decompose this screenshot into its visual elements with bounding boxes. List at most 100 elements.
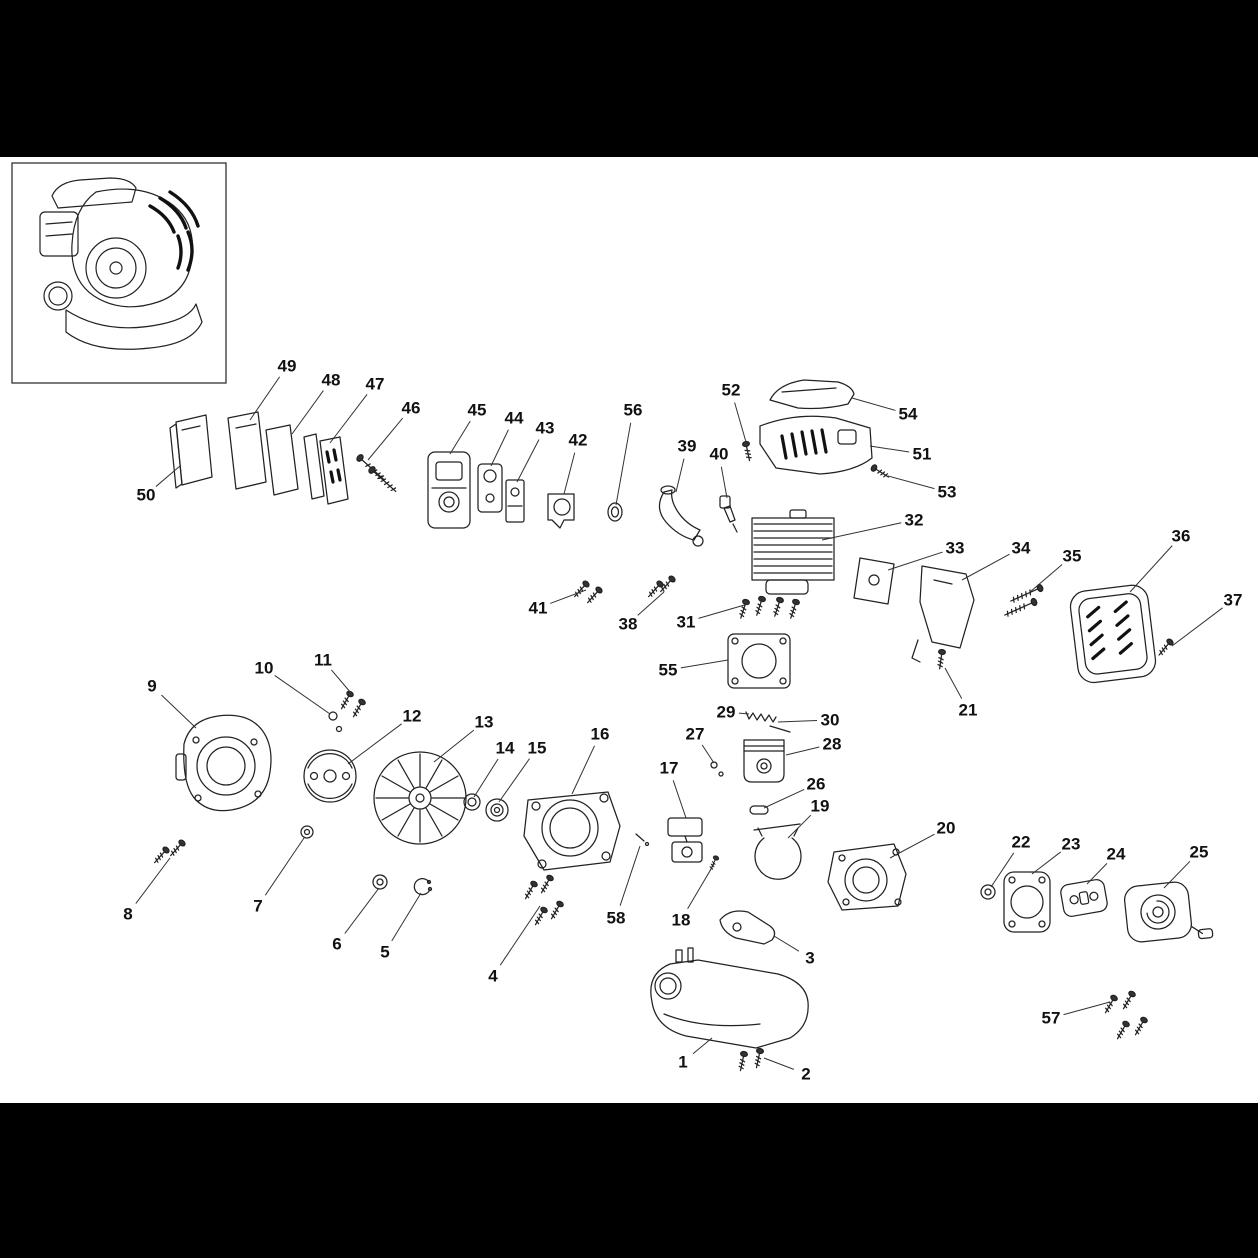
leader-line-4 (499, 905, 541, 966)
part-number-9: 9 (147, 677, 156, 696)
part-number-8: 8 (123, 905, 132, 924)
leader-line-7 (264, 837, 305, 896)
part-bearing (485, 798, 509, 822)
leader-line-17 (672, 780, 687, 819)
part-spark-plug (719, 495, 738, 533)
part-number-34: 34 (1012, 539, 1031, 558)
part-number-4: 4 (488, 967, 498, 986)
leader-line-3 (773, 935, 800, 952)
part-washer-22 (980, 884, 996, 900)
part-number-18: 18 (672, 911, 691, 930)
leader-line-51 (869, 445, 910, 453)
part-screw-11a (337, 689, 355, 712)
part-number-29: 29 (717, 703, 736, 722)
part-plate-43 (505, 479, 525, 523)
part-filter-plate-b (265, 424, 299, 496)
leader-line-16 (571, 745, 595, 795)
part-circlip (413, 878, 433, 896)
leader-line-40 (720, 466, 728, 499)
part-number-43: 43 (536, 419, 555, 438)
leader-line-39 (675, 458, 685, 493)
part-screw-31b (752, 595, 767, 617)
leader-line-14 (473, 758, 499, 798)
part-number-25: 25 (1190, 843, 1209, 862)
leader-line-36 (1129, 545, 1173, 593)
leader-line-41 (549, 589, 587, 604)
part-number-46: 46 (402, 399, 421, 418)
part-screw-38a (645, 579, 665, 600)
part-number-20: 20 (937, 819, 956, 838)
part-screw-57c (1113, 1019, 1131, 1042)
part-number-17: 17 (660, 759, 679, 778)
leader-line-33 (887, 551, 943, 571)
part-clamp (753, 823, 802, 880)
part-pawl-plate (1060, 879, 1108, 917)
part-screw-41a (571, 579, 591, 600)
part-number-11: 11 (314, 651, 332, 670)
part-number-56: 56 (624, 401, 643, 420)
part-screw-41b (584, 585, 604, 606)
leader-line-32 (821, 522, 902, 541)
part-primer-body (547, 493, 575, 529)
part-number-58: 58 (607, 909, 626, 928)
leader-line-53 (887, 475, 935, 490)
leader-line-19 (787, 814, 812, 839)
leader-line-2 (763, 1057, 795, 1070)
part-spring (745, 711, 791, 733)
assembled-engine-inset (11, 162, 227, 384)
part-pin-26 (749, 805, 769, 815)
part-pin-58 (635, 833, 650, 847)
leader-line-58 (619, 845, 641, 906)
letterbox-bottom (0, 1103, 1258, 1258)
leader-line-10 (274, 675, 331, 715)
part-number-44: 44 (505, 409, 524, 428)
inset-border (11, 162, 227, 384)
part-number-50: 50 (137, 486, 156, 505)
part-screw-57d (1131, 1015, 1149, 1038)
leader-line-26 (763, 788, 805, 809)
leader-line-28 (785, 746, 820, 756)
part-piston (743, 739, 785, 783)
part-number-47: 47 (366, 375, 385, 394)
part-filter-element (303, 433, 349, 505)
part-washer-14 (463, 793, 481, 811)
part-screw-57b (1119, 989, 1137, 1012)
part-side-cover (911, 565, 975, 663)
part-number-1: 1 (678, 1053, 687, 1072)
part-screw-46b (367, 464, 399, 495)
part-number-48: 48 (322, 371, 341, 390)
part-number-52: 52 (722, 381, 741, 400)
leader-line-13 (433, 729, 475, 763)
leader-line-56 (615, 422, 632, 506)
part-number-33: 33 (946, 539, 965, 558)
part-screw-4c (531, 905, 549, 928)
part-number-14: 14 (496, 739, 515, 758)
leader-line-9 (161, 694, 197, 729)
part-screw-18 (707, 854, 720, 872)
part-recoil-starter (1124, 881, 1214, 943)
part-screw-2b (752, 1047, 765, 1069)
part-number-38: 38 (619, 615, 638, 634)
part-number-49: 49 (278, 357, 297, 376)
leader-line-37 (1171, 607, 1223, 647)
part-number-16: 16 (591, 725, 610, 744)
part-gasket-plate (853, 557, 895, 605)
leader-line-22 (990, 852, 1015, 888)
leader-line-23 (1031, 851, 1062, 875)
part-engine-shroud (759, 415, 873, 475)
leader-line-18 (687, 863, 715, 910)
part-carburetor (427, 451, 471, 529)
part-screw-4d (547, 899, 565, 922)
part-screw-31d (786, 598, 801, 620)
letterbox-top (0, 0, 1258, 157)
part-number-39: 39 (678, 437, 697, 456)
part-number-23: 23 (1062, 835, 1081, 854)
part-crankcase-left (523, 791, 621, 871)
assembled-engine-drawing (39, 177, 203, 350)
leader-line-1 (692, 1037, 713, 1055)
part-number-22: 22 (1012, 833, 1031, 852)
part-number-28: 28 (823, 735, 842, 754)
leader-line-49 (249, 376, 281, 421)
part-intake-pipe (658, 485, 704, 547)
part-number-2: 2 (801, 1065, 810, 1084)
